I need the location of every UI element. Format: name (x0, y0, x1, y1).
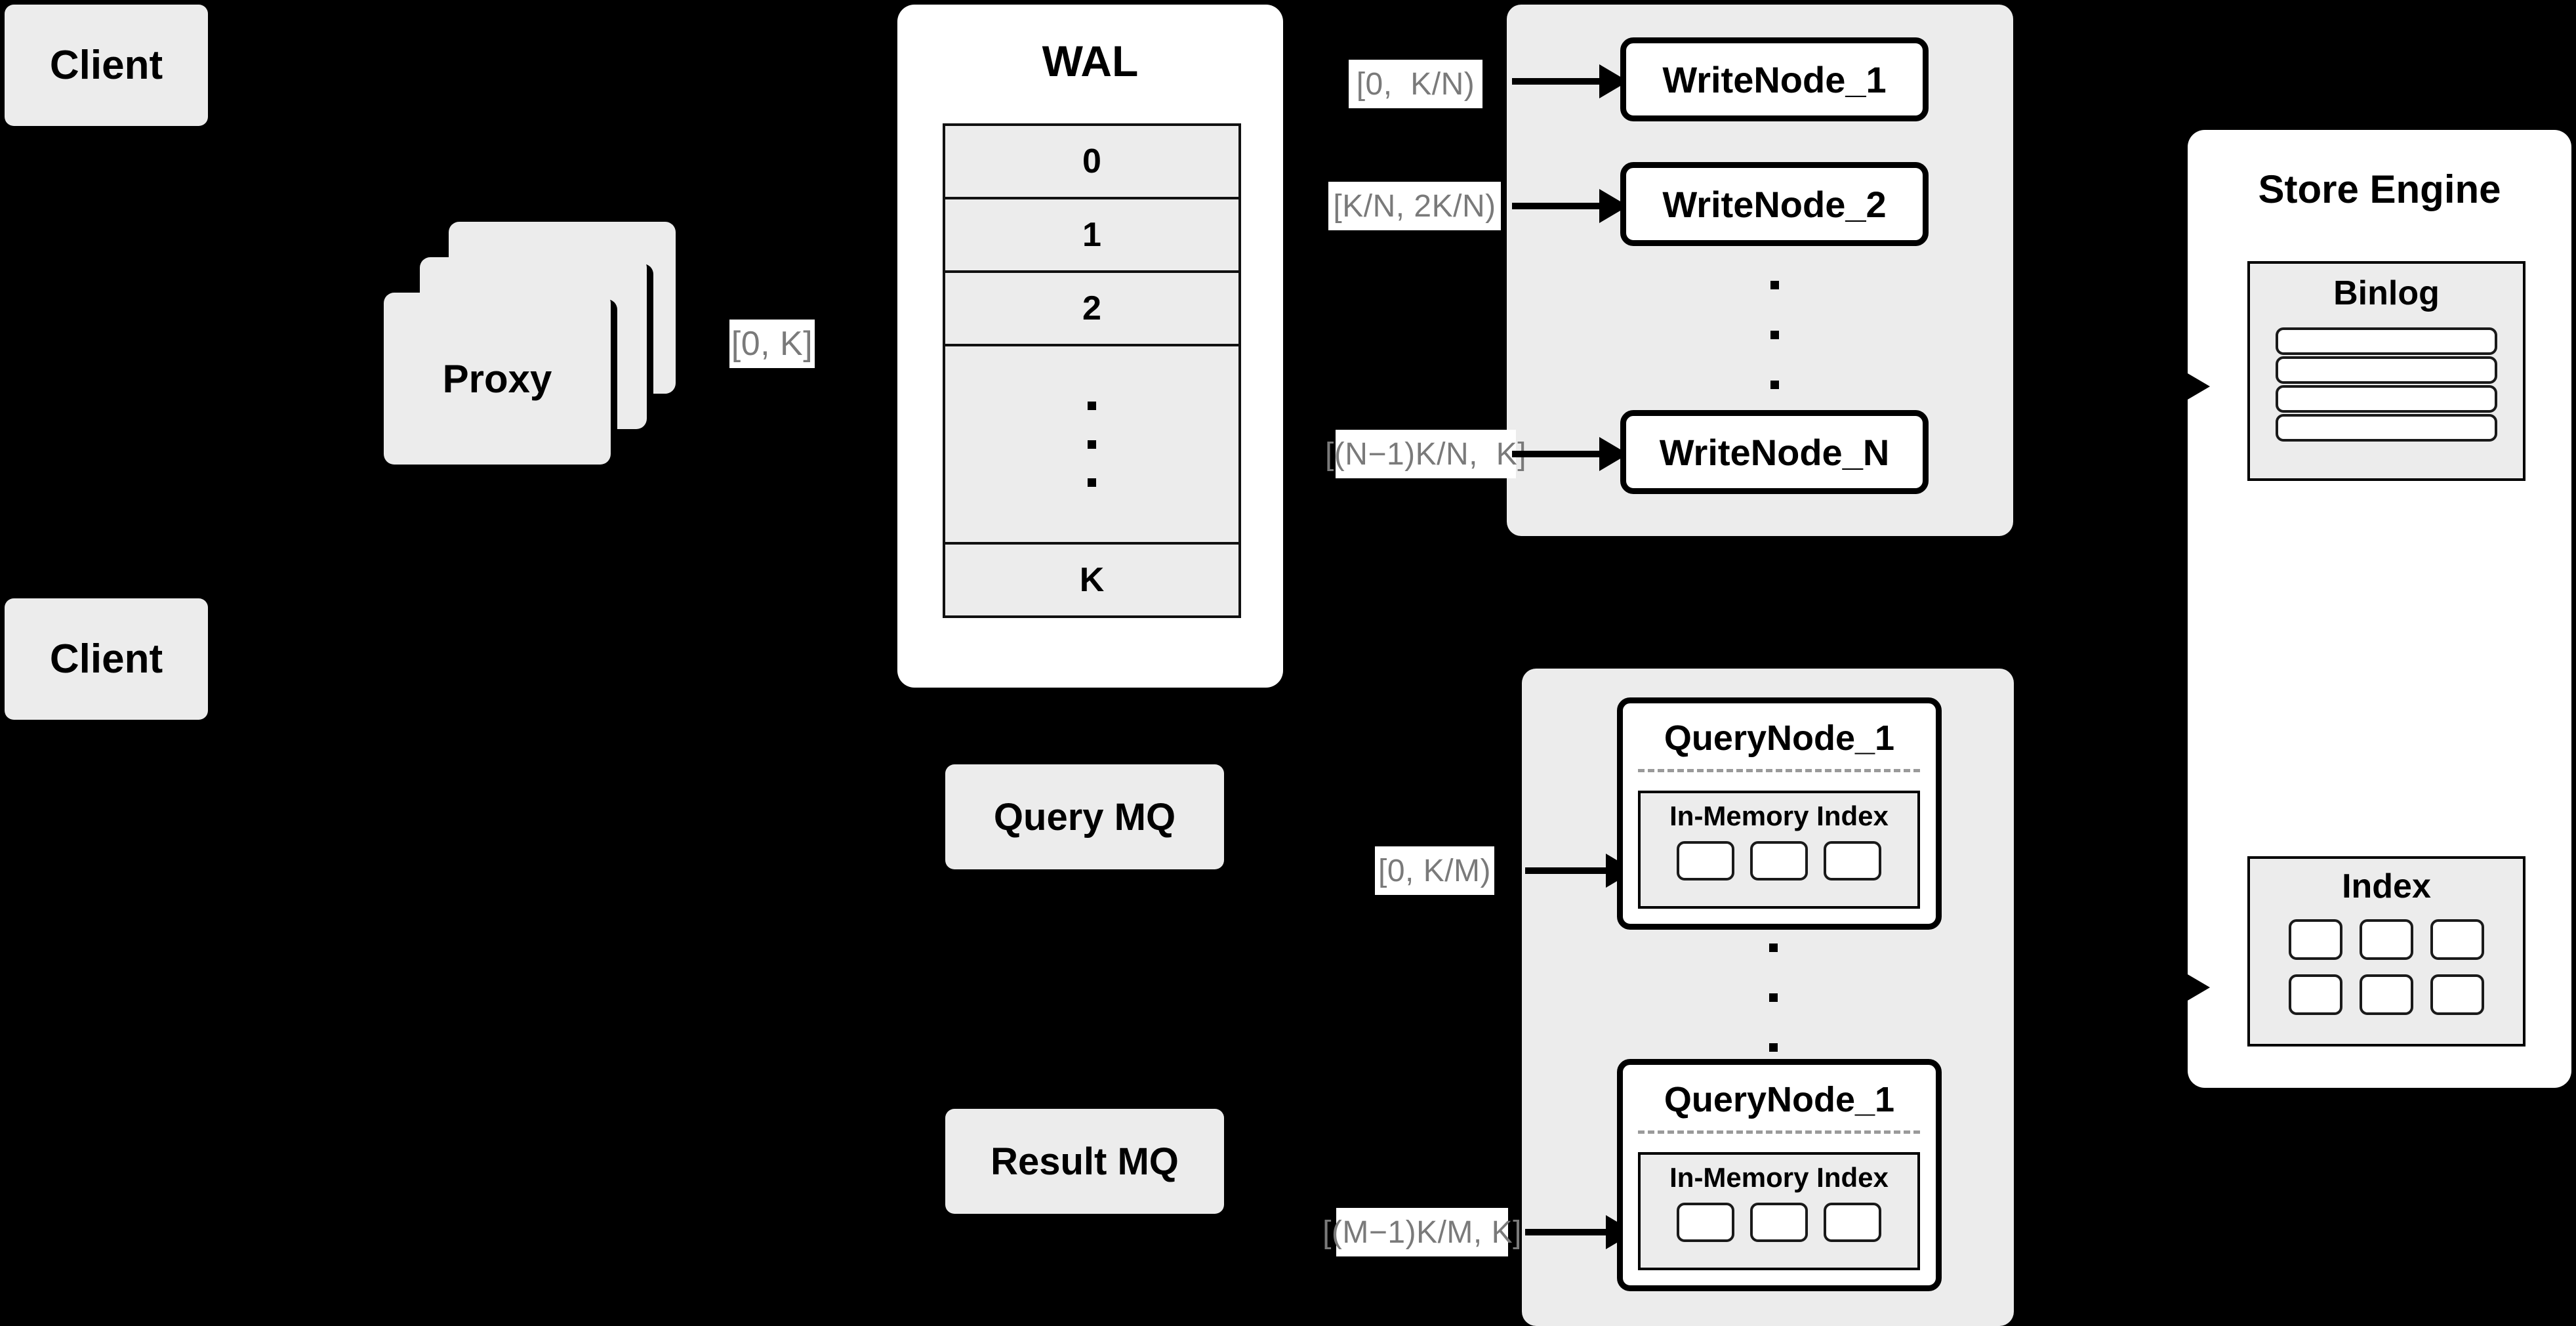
edge-label-writenode-1: [0, K/N) (1349, 60, 1482, 108)
arrow-line-index (2144, 950, 2182, 955)
arrow-line-writenode-2 (1512, 203, 1601, 209)
query-node-m-label: QueryNode_1 (1664, 1080, 1895, 1119)
store-engine-title: Store Engine (2258, 167, 2501, 211)
edge-label-text: [0, K] (731, 325, 813, 363)
arrow-head-index (2177, 970, 2210, 1005)
arrow-line-querynode-1 (1525, 867, 1607, 874)
index-cell (2360, 919, 2413, 960)
index-cell (2430, 919, 2484, 960)
index-cell (1824, 841, 1881, 881)
query-cluster-ellipsis (1763, 943, 1783, 1052)
query-node-1-inmemory-index: In-Memory Index (1638, 791, 1920, 909)
write-node-n-label: WriteNode_N (1659, 431, 1890, 473)
edge-label-proxy-to-wal: [0, K] (729, 320, 815, 368)
wal-row-0: 0 (943, 123, 1241, 199)
binlog-row (2276, 385, 2497, 413)
index-cell (1677, 841, 1734, 881)
wal-row-ellipsis (943, 344, 1241, 545)
index-cell (1677, 1203, 1734, 1242)
write-cluster-ellipsis (1765, 281, 1784, 389)
edge-label-writenode-2: [K/N, 2K/N) (1328, 182, 1501, 230)
client-label-2: Client (49, 636, 163, 682)
query-mq-label: Query MQ (993, 795, 1176, 839)
arrow-line-writenode-n (1512, 451, 1601, 457)
proxy-card-front[interactable]: Proxy (384, 293, 611, 465)
write-node-1-label: WriteNode_1 (1662, 58, 1887, 100)
result-mq-box[interactable]: Result MQ (945, 1109, 1224, 1214)
write-node-n[interactable]: WriteNode_N (1620, 410, 1929, 494)
arrow-line-writenode-1 (1512, 78, 1601, 85)
wal-title: WAL (1042, 37, 1139, 85)
binlog-container: Binlog (2247, 261, 2525, 481)
query-node-1-separator (1638, 769, 1920, 772)
binlog-row (2276, 327, 2497, 355)
edge-label-writenode-n: [(N−1)K/N, K] (1325, 430, 1526, 478)
index-cell (2289, 974, 2342, 1015)
write-node-1[interactable]: WriteNode_1 (1620, 37, 1929, 121)
index-cell (1750, 1203, 1808, 1242)
wal-row-k: K (943, 542, 1241, 618)
index-cell (2360, 974, 2413, 1015)
query-mq-box[interactable]: Query MQ (945, 764, 1224, 869)
write-node-2-label: WriteNode_2 (1662, 183, 1887, 225)
index-cell (2289, 919, 2342, 960)
query-node-1-label: QueryNode_1 (1664, 718, 1895, 758)
query-node-m-inmemory-index: In-Memory Index (1638, 1152, 1920, 1270)
client-box-1[interactable]: Client (5, 5, 208, 126)
arrow-line-querynode-m (1525, 1229, 1607, 1235)
binlog-row (2276, 356, 2497, 384)
wal-ellipsis-dots (1088, 402, 1096, 487)
index-title: Index (2342, 867, 2431, 905)
index-cell (1750, 841, 1808, 881)
index-container: Index (2247, 856, 2525, 1046)
write-node-2[interactable]: WriteNode_2 (1620, 162, 1929, 246)
query-node-1-inmemory-index-title: In-Memory Index (1669, 800, 1889, 831)
wal-row-1: 1 (943, 197, 1241, 273)
query-node-m-separator (1638, 1130, 1920, 1134)
arrow-head-binlog (2177, 369, 2210, 404)
result-mq-label: Result MQ (991, 1140, 1179, 1183)
query-node-m-inmemory-index-title: In-Memory Index (1669, 1162, 1889, 1193)
client-label-1: Client (49, 43, 163, 88)
wal-row-2: 2 (943, 270, 1241, 346)
edge-label-querynode-m: [(M−1)K/M, K] (1322, 1208, 1521, 1256)
index-cell (1824, 1203, 1881, 1242)
binlog-row (2276, 414, 2497, 442)
client-box-2[interactable]: Client (5, 598, 208, 720)
index-cell (2430, 974, 2484, 1015)
binlog-title: Binlog (2333, 274, 2440, 312)
arrow-line-binlog (2144, 384, 2182, 389)
edge-label-querynode-1: [0, K/M) (1375, 846, 1494, 895)
proxy-label: Proxy (442, 356, 552, 401)
